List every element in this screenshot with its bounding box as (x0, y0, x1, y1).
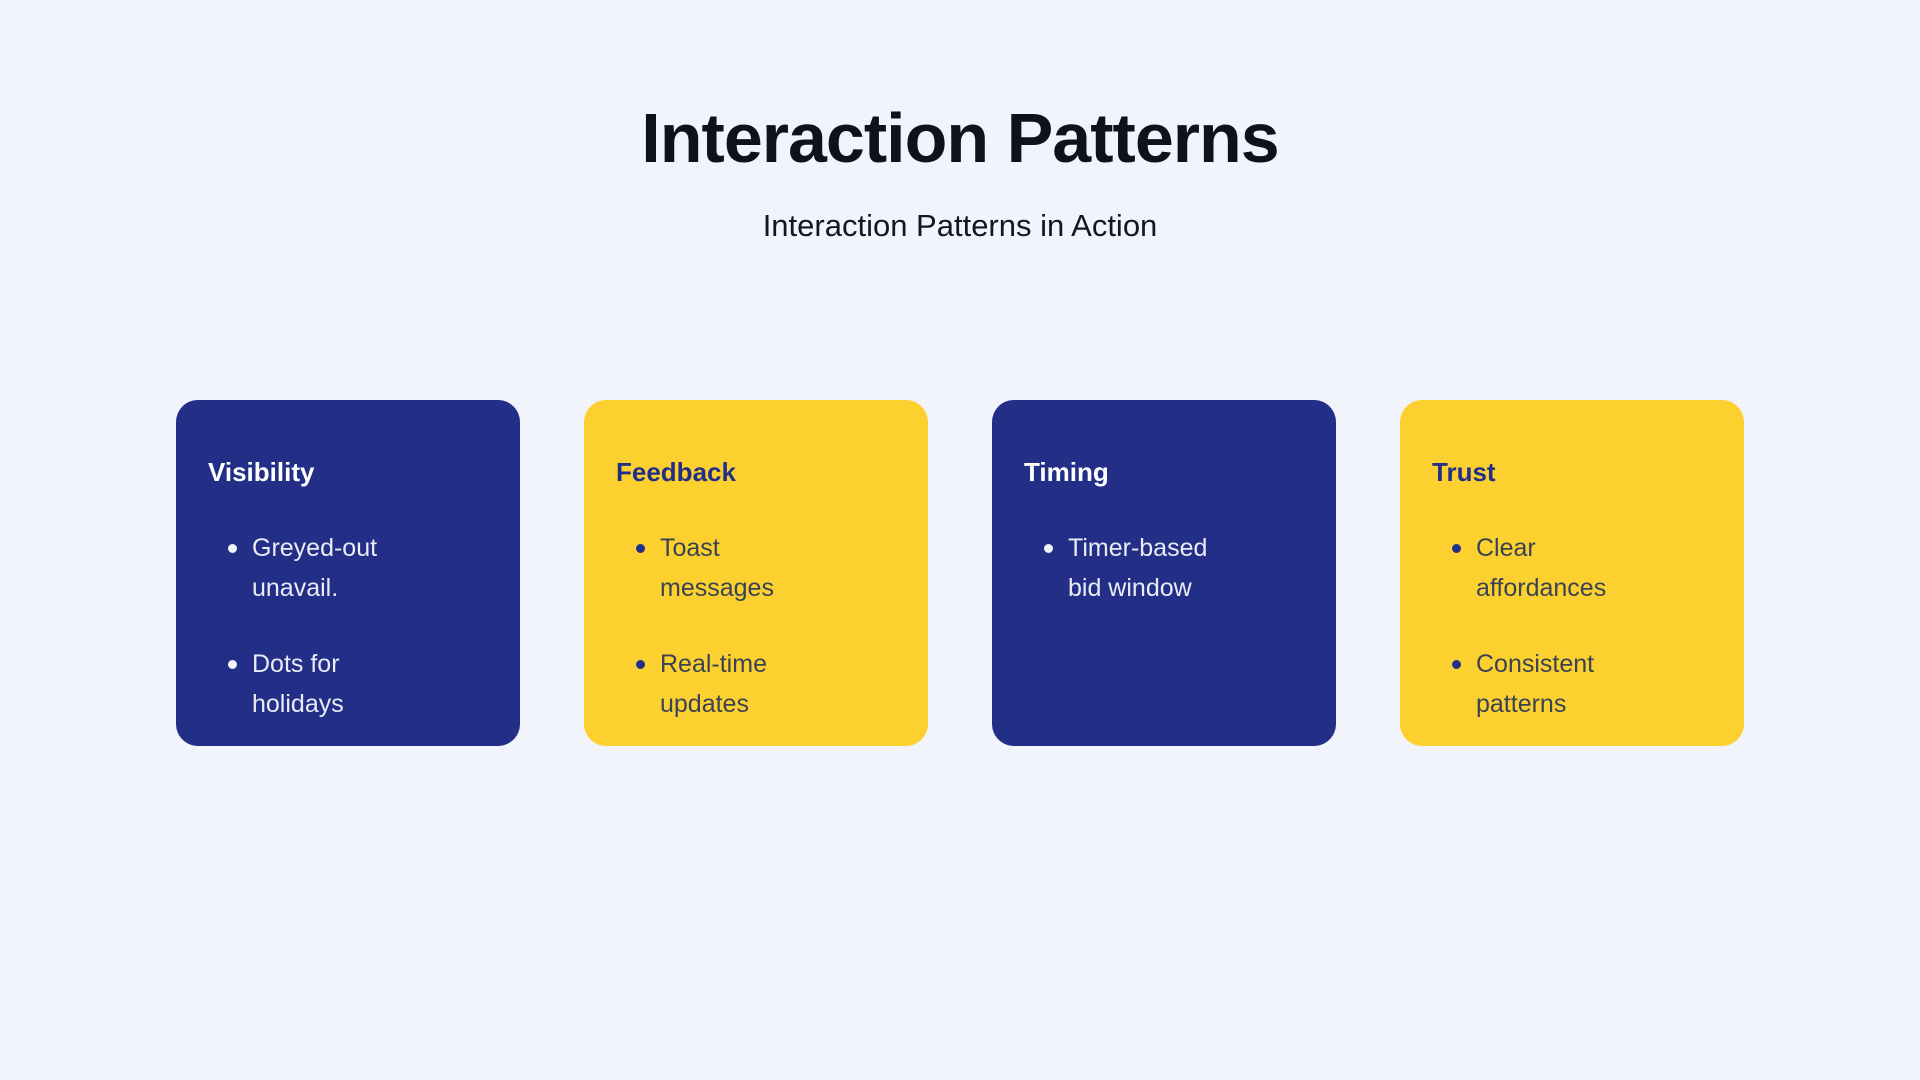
bullet-icon (636, 660, 645, 669)
card-visibility: Visibility Greyed-out unavail. Dots for … (176, 400, 520, 746)
card-trust-title: Trust (1432, 457, 1496, 487)
bullet-icon (228, 660, 237, 669)
list-item-text: Toast messages (660, 534, 774, 602)
list-item: Timer-based bid window (1044, 528, 1244, 608)
page-title: Interaction Patterns (641, 99, 1279, 177)
list-item: Consistent patterns (1452, 644, 1652, 724)
card-visibility-title: Visibility (208, 457, 315, 487)
card-feedback: Feedback Toast messages Real-time update… (584, 400, 928, 746)
list-item-text: Dots for holidays (252, 650, 344, 718)
card-trust: Trust Clear affordances Consistent patte… (1400, 400, 1744, 746)
card-feedback-list: Toast messages Real-time updates (616, 528, 894, 724)
bullet-icon (228, 544, 237, 553)
card-feedback-title: Feedback (616, 457, 736, 487)
list-item: Clear affordances (1452, 528, 1652, 608)
list-item-text: Greyed-out unavail. (252, 534, 378, 602)
bullet-icon (1044, 544, 1053, 553)
card-timing: Timing Timer-based bid window (992, 400, 1336, 746)
list-item-text: Clear affordances (1476, 534, 1607, 602)
list-item: Dots for holidays (228, 644, 428, 724)
page-subtitle: Interaction Patterns in Action (762, 208, 1158, 243)
card-visibility-list: Greyed-out unavail. Dots for holidays (208, 528, 486, 724)
bullet-icon (636, 544, 645, 553)
list-item-text: Timer-based bid window (1068, 534, 1208, 602)
card-timing-list: Timer-based bid window (1024, 528, 1302, 608)
cards-row: Visibility Greyed-out unavail. Dots for … (0, 400, 1920, 746)
bullet-icon (1452, 544, 1461, 553)
card-trust-list: Clear affordances Consistent patterns (1432, 528, 1710, 724)
list-item: Greyed-out unavail. (228, 528, 428, 608)
list-item-text: Consistent patterns (1476, 650, 1595, 718)
card-timing-title: Timing (1024, 457, 1109, 487)
list-item: Real-time updates (636, 644, 836, 724)
list-item-text: Real-time updates (660, 650, 767, 718)
list-item: Toast messages (636, 528, 836, 608)
bullet-icon (1452, 660, 1461, 669)
